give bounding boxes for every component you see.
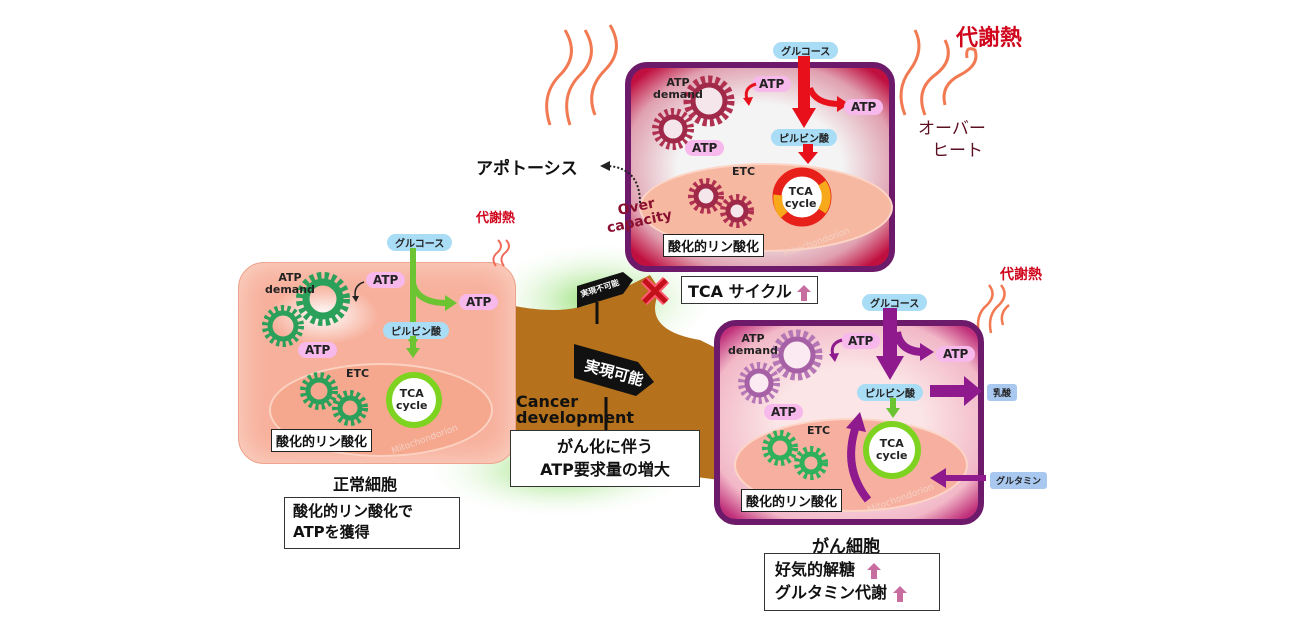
normal-oxphos-label: 酸化的リン酸化 [271, 429, 373, 452]
normal-description-line2: ATPを獲得 [293, 523, 370, 541]
overheat-glucose-pill: グルコース [773, 42, 839, 59]
up-arrow-icon [892, 585, 907, 602]
cancer-atp-mito: ATP [764, 404, 804, 420]
normal-glucose-pill: グルコース [387, 234, 453, 251]
cancer-oxphos-label: 酸化的リン酸化 [741, 489, 843, 512]
atp-demand-caption-line2: ATP要求量の増大 [540, 460, 670, 479]
x-mark-icon [640, 276, 670, 306]
up-arrow-icon [866, 562, 881, 579]
overheat-atp-right: ATP [844, 99, 884, 115]
overheat-pyruvate-arrow [798, 144, 818, 164]
overheat-gear-small-icon [652, 108, 694, 150]
overheat-pyruvate-pill: ピルビン酸 [771, 129, 837, 146]
cancer-atp-demand: ATP demand [728, 332, 778, 357]
overheat-heat-waves-right-icon [899, 29, 978, 116]
cancer-cell-description: 好気的解糖 グルタミン代謝 [764, 553, 940, 611]
atp-demand-caption-line1: がん化に伴う [556, 437, 653, 456]
up-arrow-icon [797, 284, 812, 301]
cancer-development-label: Cancer development [516, 392, 635, 427]
normal-gear-large-icon [296, 272, 350, 326]
cancer-tca-ring-icon [863, 421, 921, 479]
overheat-heat-waves-left-icon [545, 24, 618, 126]
overheat-line1: オーバー [918, 119, 986, 139]
overheat-line2: ヒート [932, 141, 983, 161]
normal-tca-label: TCA cycle [396, 387, 428, 412]
overheat-label: オーバー ヒート [918, 118, 986, 162]
normal-cell-title: 正常細胞 [333, 475, 398, 494]
normal-gear-small-icon [262, 305, 304, 347]
normal-atp-top: ATP [366, 272, 406, 288]
normal-cell-description: 酸化的リン酸化で ATPを獲得 [284, 497, 460, 549]
cancer-atp-top: ATP [841, 333, 881, 349]
overheat-atp-demand: ATP demand [653, 76, 703, 101]
cancer-etc-label: ETC [807, 424, 831, 437]
overheat-gear-etc1-icon [688, 178, 724, 214]
normal-heat-label: 代謝熱 [476, 211, 516, 226]
cancer-recycle-arrow [846, 412, 872, 503]
apoptosis-label: アポトーシス [476, 159, 578, 179]
cancer-lactate-arrow [930, 376, 982, 406]
overheat-tca-ring-icon [772, 167, 832, 227]
overheat-atp-return-arrow [743, 82, 757, 106]
atp-demand-caption: がん化に伴う ATP要求量の増大 [510, 430, 700, 487]
normal-description-line1: 酸化的リン酸化で [293, 502, 414, 520]
cancer-gear-large-icon [771, 329, 823, 381]
cancer-atp-return-arrow [829, 338, 843, 362]
cancer-glutamine-pill: グルタミン [990, 472, 1048, 489]
normal-gear-etc1-icon [300, 372, 338, 410]
cancer-lactate-pill: 乳酸 [987, 384, 1018, 401]
cancer-glucose-pill: グルコース [862, 294, 928, 311]
sign-possible [574, 344, 654, 442]
cancer-description-line1: 好気的解糖 [775, 560, 856, 579]
cancer-pyruvate-pill: ピルビン酸 [857, 384, 923, 401]
cancer-tca-label: TCA cycle [876, 437, 908, 462]
cancer-heat-wave-icon [976, 284, 1010, 334]
tca-cycle-label: TCA サイクル [681, 276, 819, 304]
overheat-etc-label: ETC [732, 165, 756, 178]
overheat-gear-etc2-icon [720, 194, 754, 228]
cancer-gear-etc2-icon [794, 446, 828, 480]
tca-cycle-text: TCA サイクル [688, 282, 792, 301]
overheat-heat-label: 代謝熱 [956, 26, 1023, 51]
overheat-atp-top: ATP [752, 76, 792, 92]
cancer-cell-title: がん細胞 [812, 537, 880, 557]
overheat-atp-mito: ATP [685, 140, 725, 156]
normal-pyruvate-arrow [406, 336, 420, 358]
normal-pyruvate-pill: ピルビン酸 [383, 322, 449, 339]
cancer-gear-etc1-icon [762, 430, 798, 466]
overheat-glycolysis-arrow [792, 56, 849, 128]
cancer-atp-right: ATP [936, 346, 976, 362]
normal-gear-etc2-icon [332, 390, 368, 426]
overheat-gear-large-icon [683, 75, 735, 127]
cancer-heat-label: 代謝熱 [1000, 267, 1042, 283]
normal-atp-mito: ATP [298, 342, 338, 358]
normal-atp-demand: ATP demand [265, 271, 315, 296]
normal-heat-wave-icon [492, 239, 510, 267]
normal-atp-right: ATP [459, 294, 499, 310]
cancer-gear-small-icon [738, 362, 780, 404]
normal-atp-return-arrow [352, 281, 365, 302]
normal-tca-ring-icon [386, 372, 442, 428]
normal-cell [238, 262, 516, 464]
cancer-description-line2: グルタミン代謝 [775, 583, 888, 602]
normal-etc-label: ETC [346, 367, 370, 380]
cancer-glutamine-arrow [930, 468, 986, 488]
cancer-pyruvate-to-tca-arrow [886, 398, 900, 418]
overheat-tca-label: TCA cycle [785, 185, 817, 210]
overheat-oxphos-label: 酸化的リン酸化 [663, 234, 765, 257]
sign-impossible [577, 272, 633, 324]
cancer-glycolysis-arrow [876, 308, 934, 380]
apoptosis-dotted-arrow [600, 161, 641, 204]
